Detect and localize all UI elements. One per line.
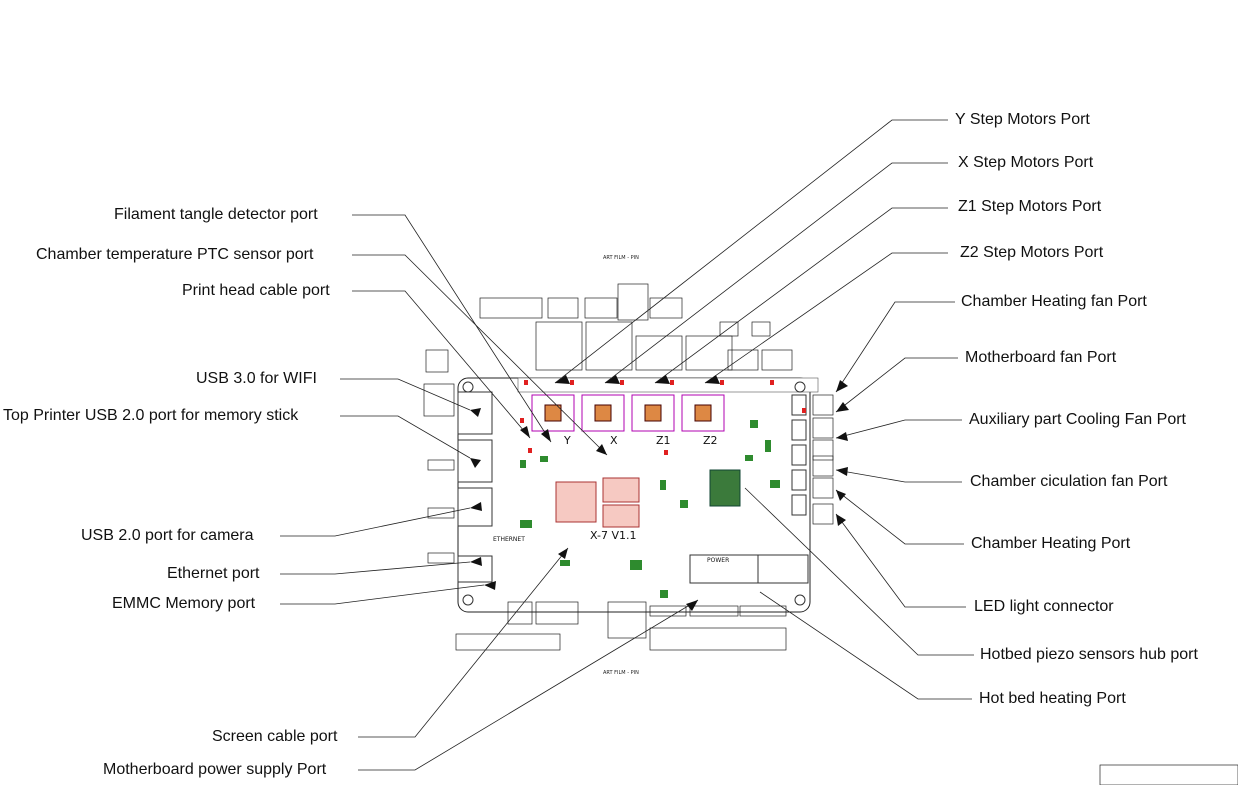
pin-tables — [423, 283, 1238, 785]
film-note-top: ART FILM - PIN — [603, 255, 639, 261]
power-terminal — [689, 554, 759, 584]
label-chamber-heating-port: Chamber Heating Port — [971, 535, 1131, 552]
label-hot-bed-heating-port: Hot bed heating Port — [979, 690, 1126, 707]
silk-y: Y — [563, 434, 571, 447]
label-chamber-circulation-fan-port: Chamber ciculation fan Port — [970, 473, 1168, 490]
label-z2-step-motors-port: Z2 Step Motors Port — [960, 244, 1104, 261]
arrow-heads — [470, 375, 849, 611]
label-chamber-heating-fan-port: Chamber Heating fan Port — [961, 293, 1147, 310]
stepper-driver-z1 — [631, 394, 675, 432]
fan-connector-2 — [791, 419, 807, 441]
label-motherboard-fan-port: Motherboard fan Port — [965, 349, 1117, 366]
label-chamber-temperature-ptc-sensor-port: Chamber temperature PTC sensor port — [36, 246, 314, 263]
usb2-camera-connector — [457, 487, 493, 527]
leader-lines — [280, 119, 974, 771]
film-note-bottom: ART FILM - PIN — [603, 670, 639, 676]
silk-z1: Z1 — [656, 434, 671, 447]
silk-board-name: X-7 V1.1 — [590, 529, 636, 542]
fan-connector-4 — [791, 469, 807, 491]
label-top-printer-usb2-port: Top Printer USB 2.0 port for memory stic… — [3, 407, 299, 424]
motherboard: Y X Z1 Z2 X-7 V1.1 ETHERNET POWER — [457, 377, 819, 613]
label-z1-step-motors-port: Z1 Step Motors Port — [958, 198, 1102, 215]
stepper-driver-z2 — [681, 394, 725, 432]
label-led-light-connector: LED light connector — [974, 598, 1114, 615]
fan-connector-3 — [791, 444, 807, 466]
label-y-step-motors-port: Y Step Motors Port — [955, 111, 1090, 128]
fan-connector-5 — [791, 494, 807, 516]
label-hotbed-piezo-sensors-hub-port: Hotbed piezo sensors hub port — [980, 646, 1198, 663]
label-filament-tangle-detector-port: Filament tangle detector port — [114, 206, 318, 223]
stepper-driver-x — [581, 394, 625, 432]
label-motherboard-power-supply-port: Motherboard power supply Port — [103, 761, 327, 778]
silk-x: X — [610, 434, 618, 447]
silk-power: POWER — [707, 557, 729, 564]
label-screen-cable-port: Screen cable port — [212, 728, 338, 745]
cpu-chip — [555, 481, 597, 523]
label-usb3-for-wifi: USB 3.0 for WIFI — [196, 370, 317, 387]
ram-chip-2 — [602, 504, 640, 528]
hotbed-terminal — [757, 554, 809, 584]
label-emmc-memory-port: EMMC Memory port — [112, 595, 256, 612]
label-ethernet-port: Ethernet port — [167, 565, 260, 582]
silk-ethernet: ETHERNET — [493, 536, 525, 543]
label-x-step-motors-port: X Step Motors Port — [958, 154, 1094, 171]
mosfet-block — [709, 469, 741, 507]
label-print-head-cable-port: Print head cable port — [182, 282, 330, 299]
label-auxiliary-cooling-fan-port: Auxiliary part Cooling Fan Port — [969, 411, 1186, 428]
label-usb2-port-for-camera: USB 2.0 port for camera — [81, 527, 254, 544]
silk-z2: Z2 — [703, 434, 718, 447]
ram-chip-1 — [602, 477, 640, 503]
